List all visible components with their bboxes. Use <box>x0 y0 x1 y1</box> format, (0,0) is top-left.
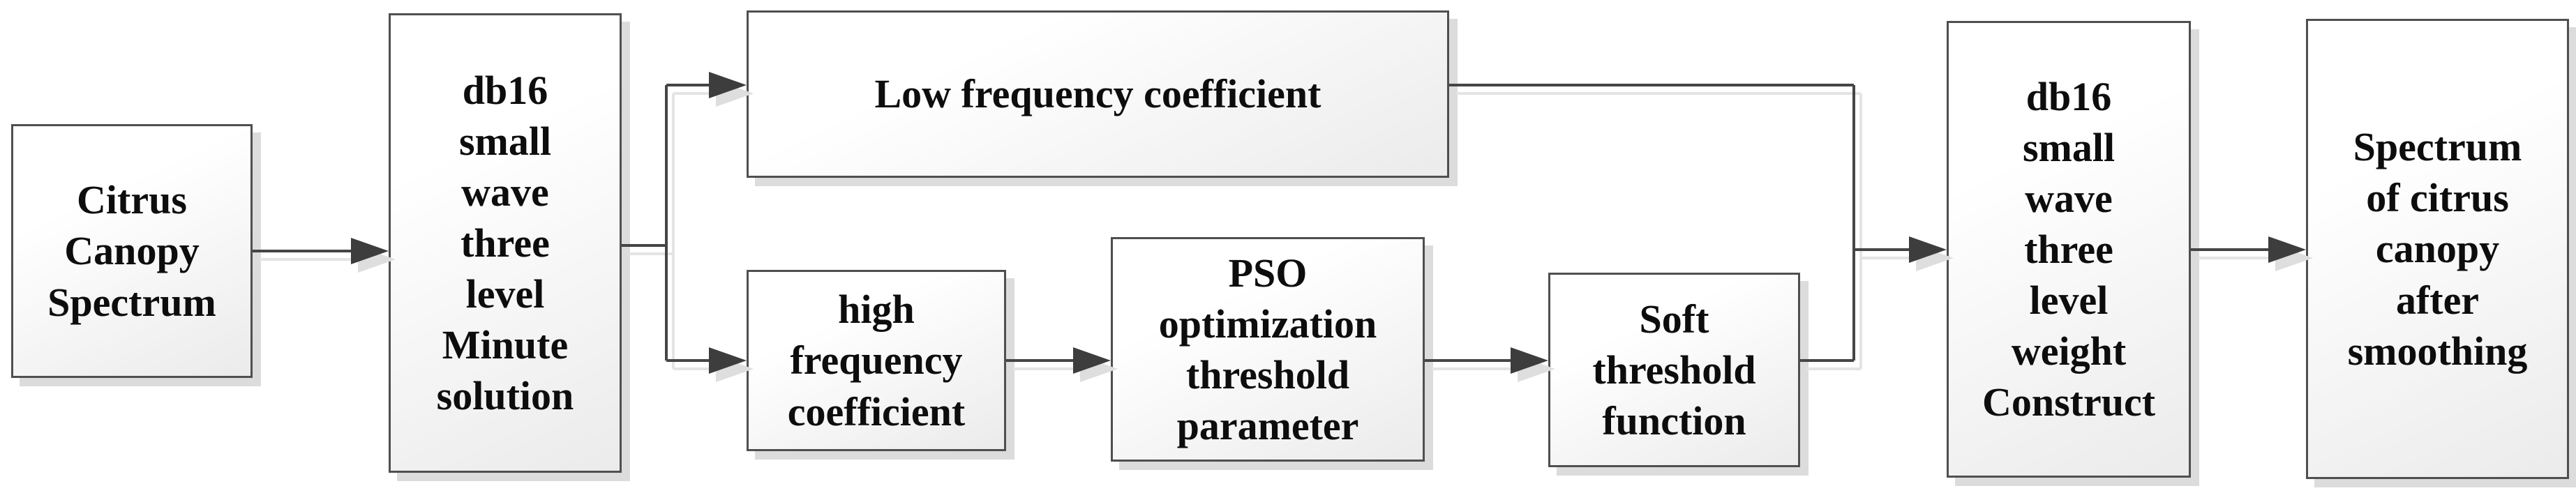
arrowhead-into-smoothed <box>2268 236 2306 263</box>
node-low-frequency-coefficient-label: Low frequency coefficient <box>874 71 1321 117</box>
node-low-frequency-coefficient: Low frequency coefficient <box>747 10 1449 178</box>
arrowhead-into-pso <box>1073 347 1111 374</box>
node-spectrum-after-smoothing: Spectrum of citrus canopy after smoothin… <box>2306 19 2569 479</box>
node-soft-threshold-function-label: Soft threshold function <box>1592 296 1756 444</box>
node-citrus-canopy-spectrum-label: Citrus Canopy Spectrum <box>47 177 216 325</box>
connector-decomposition-branch <box>622 84 710 362</box>
node-soft-threshold-function: Soft threshold function <box>1548 273 1800 467</box>
node-db16-three-level-decomposition-label: db16 small wave three level Minute solut… <box>436 67 574 419</box>
node-spectrum-after-smoothing-label: Spectrum of citrus canopy after smoothin… <box>2347 124 2528 374</box>
arrowhead-into-highfreq <box>709 347 747 374</box>
node-db16-three-level-reconstruction-label: db16 small wave three level weight Const… <box>1982 73 2156 425</box>
node-db16-three-level-reconstruction: db16 small wave three level weight Const… <box>1947 21 2191 478</box>
node-pso-optimization-threshold-parameter-label: PSO optimization threshold parameter <box>1158 250 1377 449</box>
arrowhead-into-lowfreq <box>709 72 747 98</box>
node-citrus-canopy-spectrum: Citrus Canopy Spectrum <box>11 124 253 378</box>
node-db16-three-level-decomposition: db16 small wave three level Minute solut… <box>389 13 622 473</box>
node-high-frequency-coefficient: high frequency coefficient <box>747 270 1006 451</box>
node-pso-optimization-threshold-parameter: PSO optimization threshold parameter <box>1111 237 1425 462</box>
node-high-frequency-coefficient-label: high frequency coefficient <box>787 287 966 434</box>
arrowhead-into-reconstruction <box>1909 236 1947 263</box>
arrowhead-into-decomposition <box>351 238 389 264</box>
shadow-wire-2 <box>629 92 717 370</box>
arrowhead-into-softthreshold <box>1511 347 1548 374</box>
